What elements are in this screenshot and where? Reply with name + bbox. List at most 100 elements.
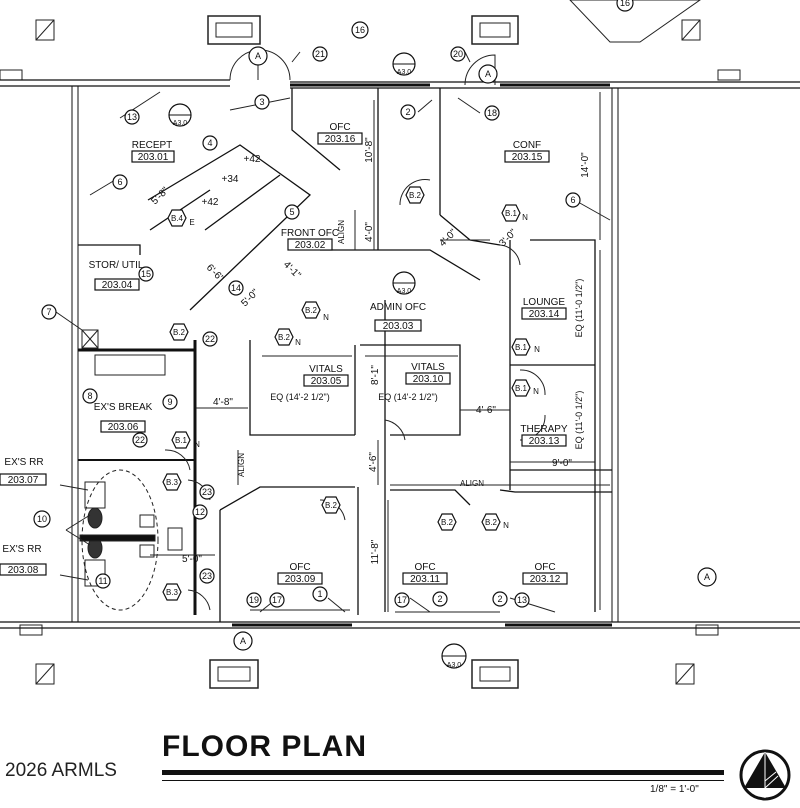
svg-text:2: 2: [405, 107, 410, 117]
keynote-12: 12: [192, 504, 208, 520]
svg-text:E: E: [189, 218, 194, 227]
room-lounge: LOUNGE 203.14: [521, 297, 567, 320]
keynote-6b: 6: [565, 192, 581, 208]
svg-text:B.1: B.1: [505, 209, 518, 218]
svg-text:N: N: [533, 387, 539, 396]
svg-text:203.02: 203.02: [295, 240, 326, 251]
restroom-fixtures: [79, 329, 183, 611]
svg-text:1: 1: [317, 589, 322, 599]
svg-text:EQ (11'-0 1/2"): EQ (11'-0 1/2"): [574, 279, 584, 338]
svg-text:5'-0": 5'-0": [182, 554, 202, 565]
keynote-bubbles: 1 2 2 2 3 4 5 6 6 7 8 9 10 11 12 13 13 1…: [33, 0, 634, 608]
keynote-10: 10: [33, 510, 51, 528]
svg-text:OFC: OFC: [534, 562, 555, 573]
svg-text:B.2: B.2: [409, 191, 422, 200]
svg-text:CONF: CONF: [513, 140, 541, 151]
svg-text:LOUNGE: LOUNGE: [523, 297, 566, 308]
svg-text:A: A: [255, 51, 261, 61]
svg-text:10: 10: [37, 514, 47, 524]
svg-text:ALIGN: ALIGN: [237, 453, 246, 477]
svg-text:N: N: [534, 345, 540, 354]
door-tag-b2-6: B.2: [437, 513, 457, 531]
svg-text:203.15: 203.15: [512, 152, 543, 163]
keynote-3: 3: [254, 94, 270, 110]
svg-text:B.1: B.1: [515, 343, 528, 352]
svg-text:A3.0: A3.0: [173, 120, 188, 127]
keynote-16a: 16: [351, 21, 369, 39]
svg-text:4'-8": 4'-8": [213, 397, 233, 408]
svg-text:203.07: 203.07: [8, 475, 39, 486]
svg-text:FRONT OFC: FRONT OFC: [281, 228, 339, 239]
svg-text:EX'S RR: EX'S RR: [2, 544, 41, 555]
svg-text:ALIGN: ALIGN: [337, 220, 346, 244]
room-labels: RECEPT 203.01 OFC 203.16 CONF 203.15 FRO…: [0, 122, 568, 585]
section-mark-a-3: A: [233, 631, 253, 651]
svg-text:16: 16: [620, 0, 630, 8]
keynote-7: 7: [41, 304, 57, 320]
svg-text:14: 14: [231, 283, 241, 293]
svg-text:10'-8": 10'-8": [364, 137, 375, 163]
svg-text:A: A: [240, 636, 246, 646]
keynote-2a: 2: [400, 104, 416, 120]
svg-text:16: 16: [355, 25, 365, 35]
svg-text:20: 20: [453, 49, 463, 59]
keynote-13b: 13: [514, 592, 530, 608]
svg-text:STOR/ UTIL: STOR/ UTIL: [89, 260, 144, 271]
dimension-lines: [55, 51, 611, 613]
room-ofc-16: OFC 203.16: [317, 122, 363, 145]
svg-text:3'-0": 3'-0": [497, 227, 519, 249]
svg-text:OFC: OFC: [289, 562, 310, 573]
svg-text:EQ (14'-2 1/2"): EQ (14'-2 1/2"): [378, 392, 437, 402]
svg-text:23: 23: [202, 571, 212, 581]
section-mark-a30-4: A3.0: [441, 643, 467, 669]
svg-text:203.10: 203.10: [413, 374, 444, 385]
svg-text:VITALS: VITALS: [411, 362, 445, 373]
svg-text:15: 15: [141, 269, 151, 279]
svg-text:203.08: 203.08: [8, 565, 39, 576]
svg-text:19: 19: [249, 595, 259, 605]
svg-text:EQ (11'-0 1/2"): EQ (11'-0 1/2"): [574, 391, 584, 450]
door-tag-b2-3: B.2: [169, 323, 189, 341]
title-underline-thin: [162, 780, 724, 781]
door-tag-b2-4: B.2N: [274, 328, 301, 347]
door-tag-b2-1: B.2: [405, 186, 425, 204]
door-tag-b3-1: B.3: [162, 473, 182, 491]
svg-text:203.03: 203.03: [383, 321, 414, 332]
svg-text:6'-6": 6'-6": [204, 262, 226, 284]
door-tag-b1-2: B.1 N: [511, 338, 540, 356]
svg-text:4'-0": 4'-0": [364, 222, 375, 242]
svg-text:9'-0": 9'-0": [552, 458, 572, 469]
svg-text:18: 18: [487, 108, 497, 118]
svg-text:11: 11: [98, 576, 107, 586]
title-underline: [162, 770, 724, 775]
keynote-9: 9: [162, 394, 178, 410]
svg-text:ALIGN: ALIGN: [460, 479, 484, 488]
svg-text:B.2: B.2: [325, 501, 338, 510]
svg-text:B.2: B.2: [441, 518, 454, 527]
svg-text:4'-1": 4'-1": [281, 259, 303, 281]
svg-text:VITALS: VITALS: [309, 364, 343, 375]
svg-text:THERAPY: THERAPY: [520, 424, 568, 435]
svg-text:OFC: OFC: [414, 562, 435, 573]
section-mark-a-2: A: [478, 64, 498, 84]
drawing-scale: 1/8" = 1'-0": [650, 784, 699, 795]
svg-text:2: 2: [497, 594, 502, 604]
svg-text:22: 22: [205, 334, 215, 344]
drawing-title: FLOOR PLAN: [162, 730, 367, 763]
keynote-23a: 23: [199, 484, 215, 500]
room-admin-ofc: ADMIN OFC 203.03: [370, 302, 426, 332]
keynote-6a: 6: [112, 174, 128, 190]
svg-text:B.3: B.3: [166, 478, 179, 487]
room-front-ofc: FRONT OFC 203.02: [281, 228, 339, 251]
room-recept: RECEPT 203.01: [131, 140, 175, 163]
section-mark-a30-2: A3.0: [392, 52, 416, 76]
svg-text:14'-0": 14'-0": [580, 152, 591, 178]
keynote-14: 14: [228, 280, 244, 296]
room-ofc-09: OFC 203.09: [277, 562, 323, 585]
svg-text:9: 9: [167, 397, 172, 407]
svg-text:B.2: B.2: [485, 518, 498, 527]
floor-plan-drawing: RECEPT 203.01 OFC 203.16 CONF 203.15 FRO…: [0, 0, 800, 689]
